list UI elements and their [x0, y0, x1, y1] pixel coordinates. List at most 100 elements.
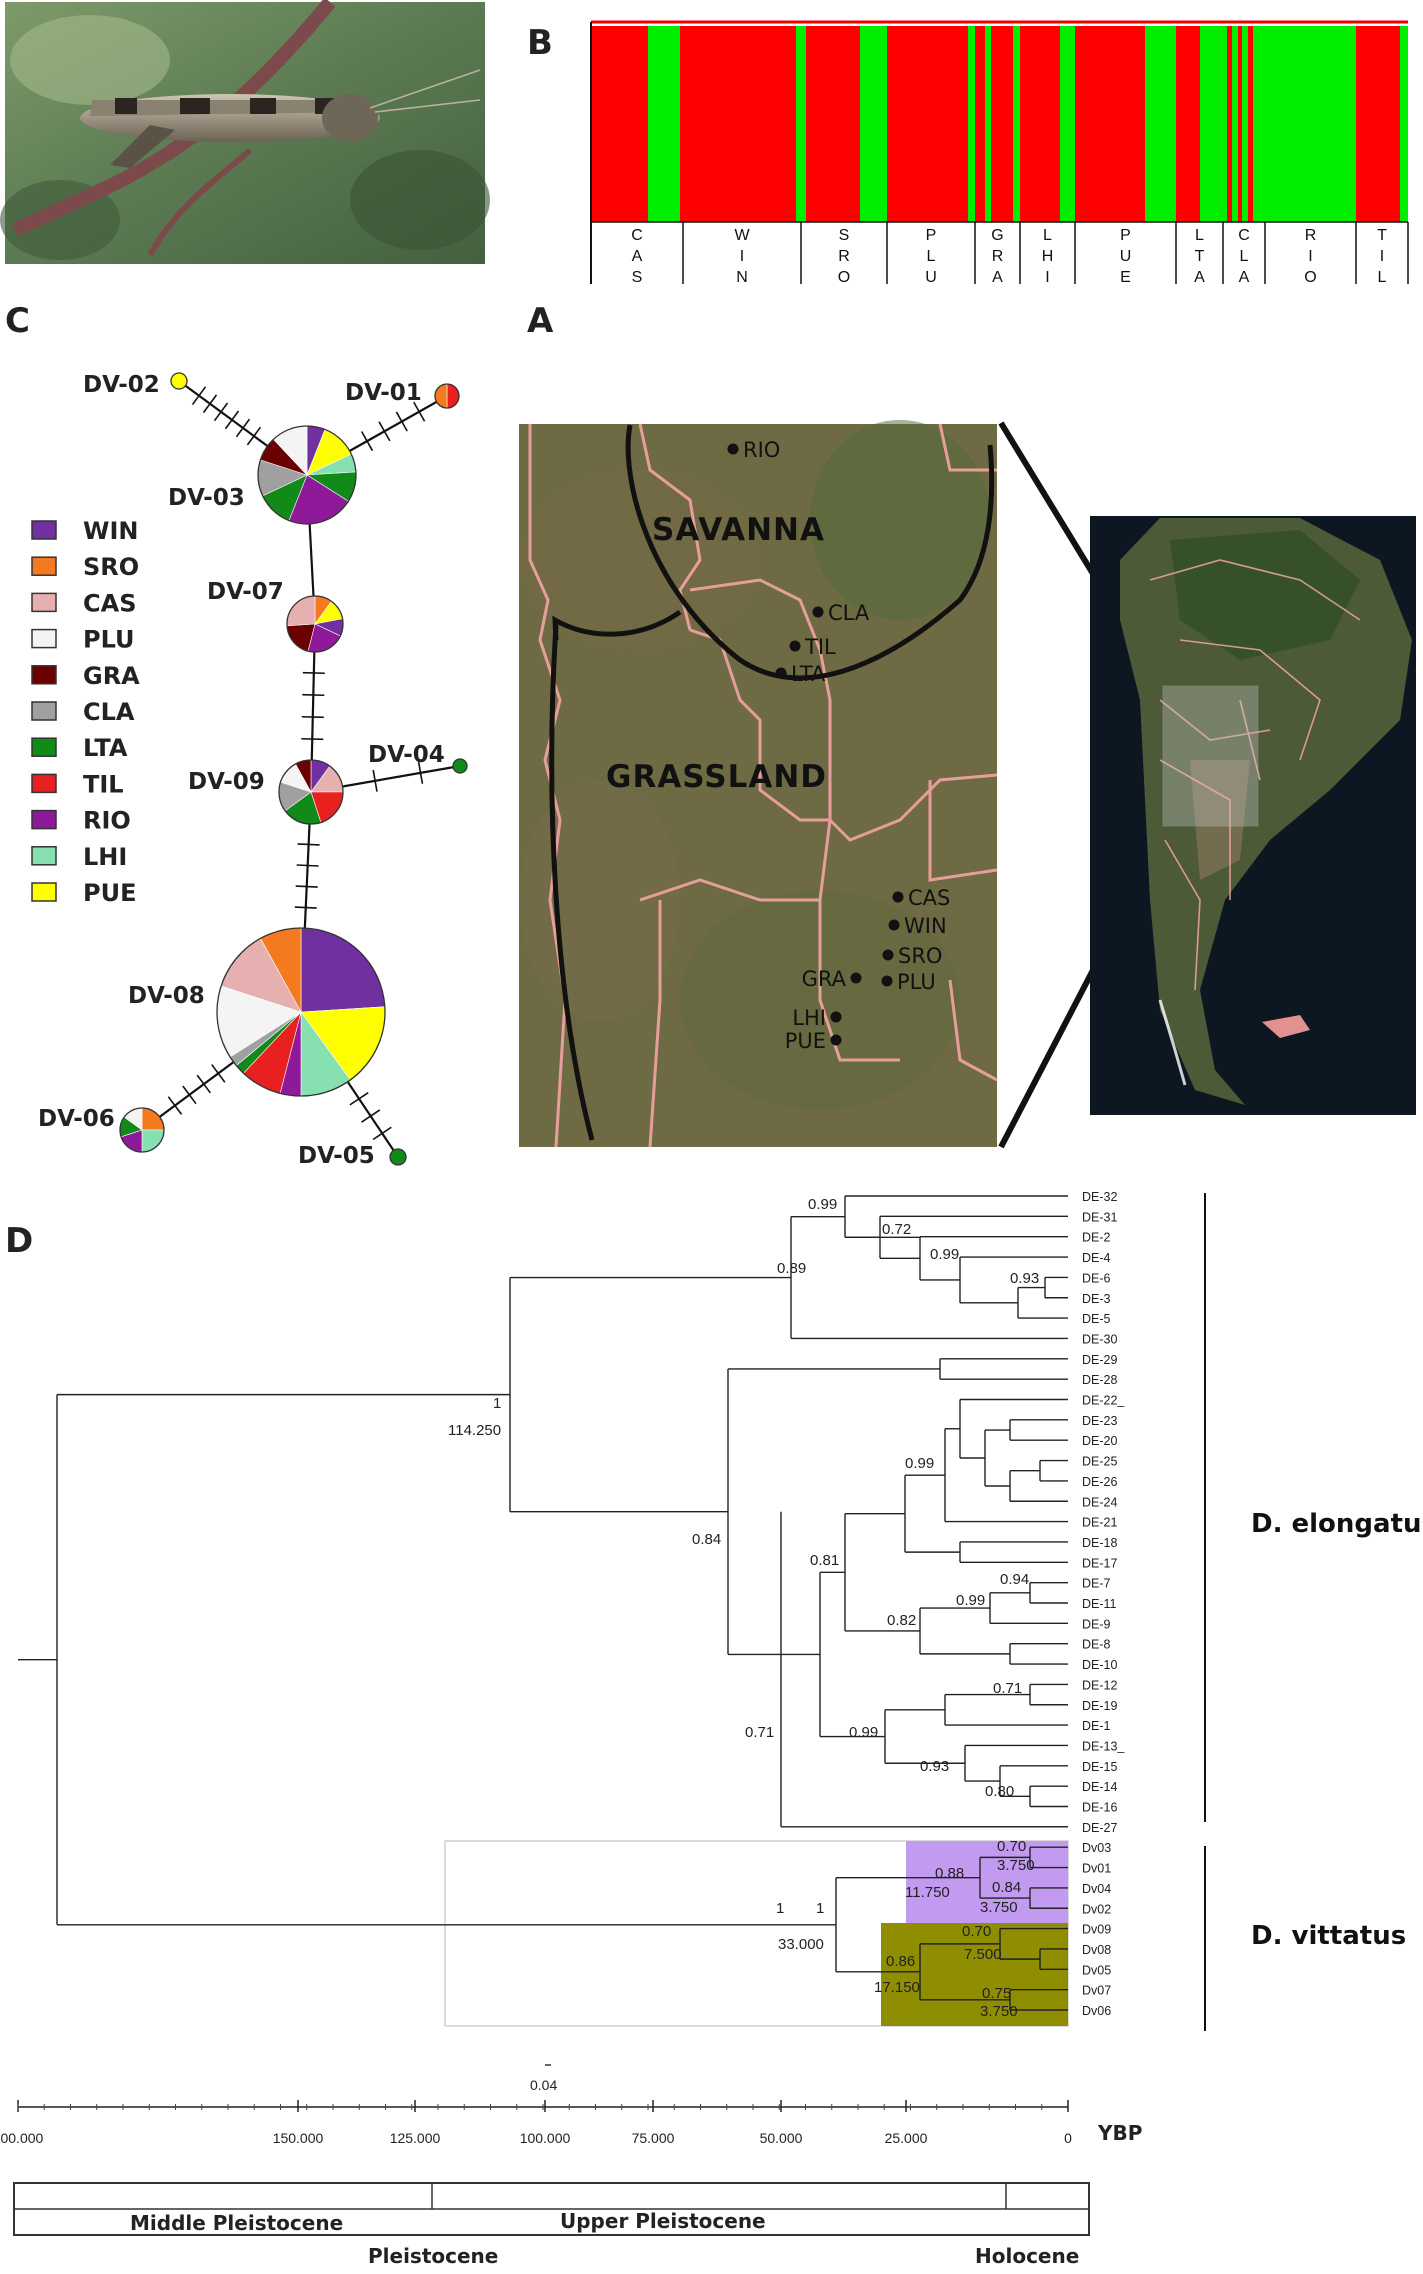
haplotype-node — [452, 758, 468, 774]
legend-swatch — [31, 556, 57, 576]
mutation-tick — [211, 1064, 226, 1083]
epoch-pleistocene: Pleistocene — [368, 2244, 498, 2268]
tip-label: Dv08 — [1082, 1943, 1111, 1957]
support-label: 0.99 — [849, 1724, 878, 1741]
species-d-vittatus: D. vittatus — [1251, 1921, 1406, 1951]
node-support-labels: 0.990.720.990.930.891114.2500.990.840.81… — [448, 1196, 1039, 2020]
site-dot — [812, 606, 824, 618]
mutation-tick — [196, 1074, 212, 1094]
hap-label-dv08: DV-08 — [128, 983, 205, 1009]
site-dot — [830, 1034, 842, 1046]
tip-label: DE-3 — [1082, 1292, 1111, 1306]
site-dot — [727, 443, 739, 455]
hap-label-dv05: DV-05 — [298, 1143, 375, 1169]
support-label: 0.70 — [962, 1923, 991, 1940]
site-dot — [789, 640, 801, 652]
tip-label: DE-5 — [1082, 1312, 1111, 1326]
tip-label: DE-22_ — [1082, 1394, 1125, 1408]
scale-label: 0.04 — [530, 2077, 557, 2093]
tip-label: Dv04 — [1082, 1882, 1111, 1896]
site-label: RIO — [743, 438, 780, 462]
legend-swatch — [31, 628, 57, 649]
mutation-tick — [302, 671, 325, 675]
legend-label: LHI — [83, 843, 127, 871]
structure-bar — [1238, 26, 1242, 222]
structure-pop-letter: P — [1120, 227, 1131, 244]
support-label: 114.250 — [448, 1422, 501, 1439]
legend-label: PUE — [83, 879, 136, 907]
site-label: WIN — [904, 914, 947, 938]
mutation-tick — [246, 426, 262, 446]
structure-bar — [1248, 26, 1253, 222]
support-label: 0.93 — [920, 1758, 949, 1775]
structure-pop-letter: I — [1308, 248, 1312, 265]
site-label: LHI — [792, 1006, 826, 1030]
structure-pop-letter: U — [925, 269, 937, 286]
mutation-tick — [294, 906, 317, 909]
site-dot — [888, 919, 900, 931]
tip-label: Dv09 — [1082, 1923, 1111, 1937]
tip-label: DE-28 — [1082, 1373, 1117, 1387]
structure-pop-letter: R — [992, 248, 1004, 265]
site-dot — [850, 972, 862, 984]
tip-label: DE-18 — [1082, 1536, 1117, 1550]
mutation-tick — [378, 421, 391, 442]
panel-label-a: A — [527, 301, 554, 341]
haplotype-labels: DV-02 DV-01 DV-03 DV-07 DV-04 DV-09 DV-0… — [38, 372, 445, 1169]
scale-bar: 0.04 — [530, 2064, 557, 2093]
tip-label: DE-11 — [1082, 1597, 1117, 1611]
support-label: 1 — [776, 1900, 784, 1917]
mutation-tick — [296, 864, 319, 867]
legend-swatch — [31, 882, 57, 902]
tip-label: DE-8 — [1082, 1638, 1111, 1652]
structure-bar — [975, 26, 985, 222]
support-label: 0.75 — [982, 1985, 1011, 2002]
mutation-tick — [301, 715, 324, 719]
mutation-tick — [395, 411, 408, 432]
structure-pop-letter: C — [1238, 227, 1250, 244]
support-label: 11.750 — [905, 1884, 950, 1901]
legend-label: LTA — [83, 734, 128, 762]
mutation-tick — [417, 761, 424, 784]
hap-label-dv04: DV-04 — [368, 742, 445, 768]
legend-label: GRA — [83, 662, 140, 690]
tip-label: Dv06 — [1082, 2004, 1111, 2018]
site-label: SRO — [898, 944, 942, 968]
structure-bar — [1020, 26, 1060, 222]
legend-swatch — [31, 809, 57, 830]
site-dot — [881, 975, 893, 987]
legend-label: TIL — [83, 770, 124, 798]
support-label: 0.99 — [808, 1196, 837, 1213]
mutation-tick — [167, 1096, 183, 1115]
haplotype-node — [257, 425, 357, 525]
site-dot — [775, 667, 787, 679]
structure-pop-letter: O — [1304, 269, 1316, 286]
structure-pop-letter: A — [632, 248, 643, 265]
tip-label: DE-24 — [1082, 1495, 1117, 1509]
tip-label: DE-1 — [1082, 1719, 1111, 1733]
structure-pop-letter: E — [1120, 269, 1131, 286]
tip-label: DE-19 — [1082, 1699, 1117, 1713]
structure-pop-letter: C — [631, 227, 643, 244]
mutation-tick — [297, 843, 320, 846]
panel-label-d: D — [5, 1221, 33, 1261]
support-label: 0.84 — [992, 1879, 1021, 1896]
structure-pop-letter: T — [1377, 227, 1387, 244]
mutation-tick — [182, 1085, 197, 1105]
axis-tick-label: 75.000 — [632, 2130, 675, 2146]
panel-label-b: B — [527, 23, 553, 63]
support-label: 0.99 — [956, 1592, 985, 1609]
structure-pop-letter: P — [926, 227, 937, 244]
hap-label-dv01: DV-01 — [345, 380, 422, 406]
support-label: 0.82 — [887, 1612, 916, 1629]
structure-pop-letter: T — [1195, 248, 1205, 265]
support-label: 0.93 — [1010, 1270, 1039, 1287]
support-label: 1 — [816, 1900, 824, 1917]
legend-label: WIN — [83, 517, 139, 545]
legend-label: CAS — [83, 589, 136, 617]
legend-swatch — [31, 701, 57, 721]
site-label: PUE — [785, 1029, 826, 1053]
epoch-middle-pleistocene: Middle Pleistocene — [130, 2211, 343, 2235]
support-label: 0.71 — [745, 1724, 774, 1741]
